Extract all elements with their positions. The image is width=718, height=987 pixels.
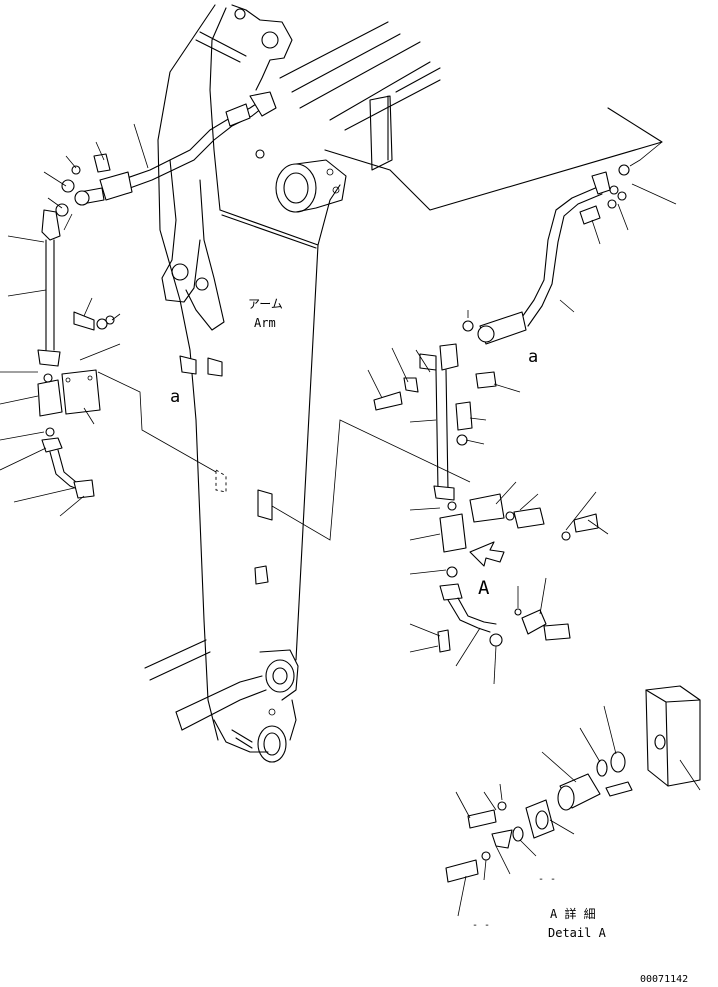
arm-label-en: Arm (254, 316, 276, 330)
view-a-label: A (478, 577, 490, 599)
reference-a-upper: a (170, 387, 180, 407)
right-hose-assembly (373, 164, 630, 653)
upper-hose-assembly (37, 91, 277, 499)
blank-number-1: - - (538, 874, 556, 885)
reference-a-right: a (528, 347, 538, 367)
arm-label-jp: アーム (248, 297, 283, 311)
blank-number-2: - - (472, 920, 490, 931)
leader-lines (0, 123, 701, 917)
detail-a-label-jp: A 詳 細 (550, 906, 596, 921)
detail-a-label-en: Detail A (548, 926, 607, 940)
boom-structure (279, 21, 663, 211)
detail-a (445, 685, 701, 883)
arm-body (144, 4, 347, 763)
drawing-number: 00071142 (640, 974, 688, 985)
